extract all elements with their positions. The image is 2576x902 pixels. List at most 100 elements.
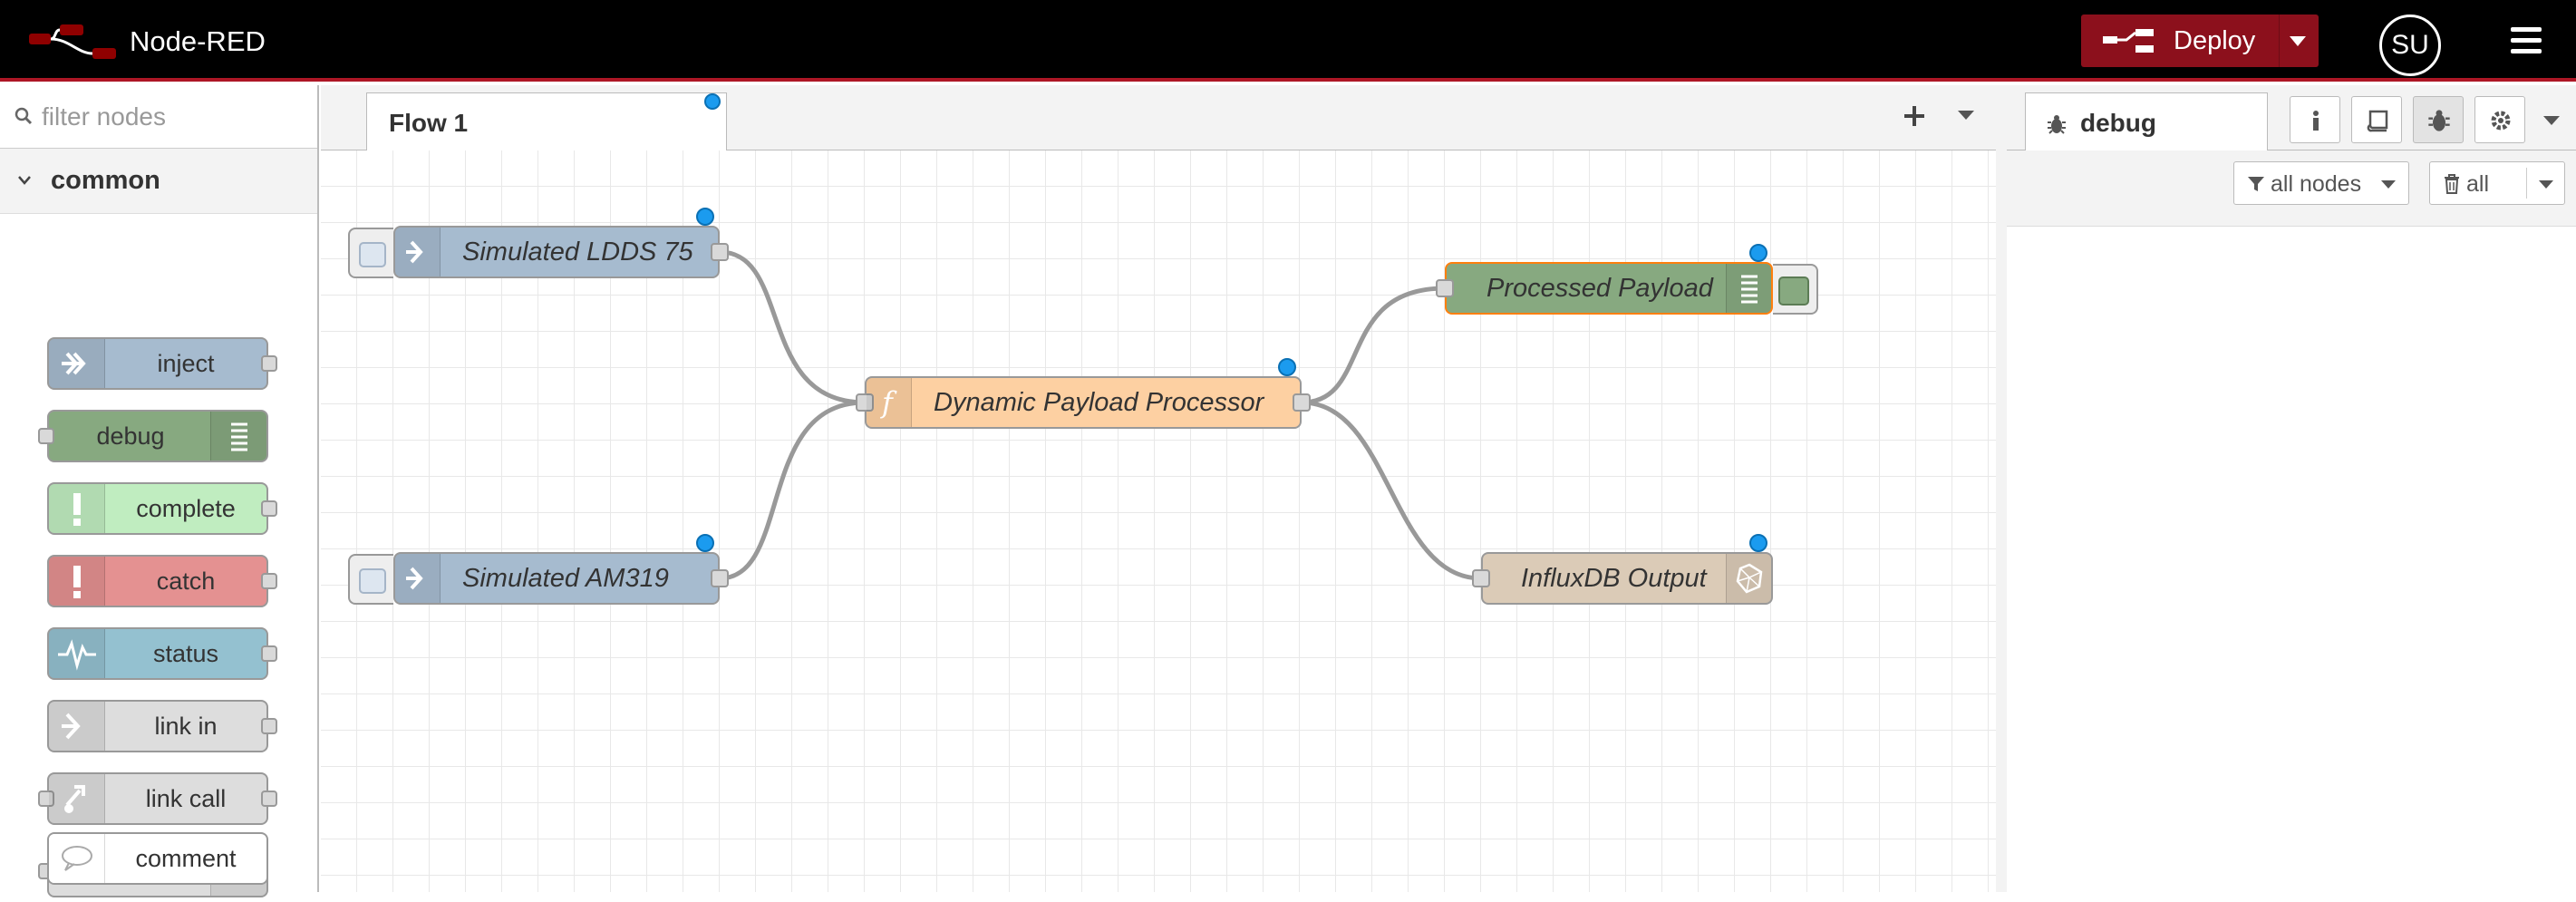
tab-label: debug — [2080, 109, 2156, 137]
palette-node-catch[interactable]: catch — [47, 555, 277, 607]
arrow-in-icon — [395, 554, 441, 603]
node-label: InfluxDB Output — [1521, 564, 1707, 593]
output-port[interactable] — [261, 790, 277, 807]
palette-node-debug[interactable]: debug — [38, 410, 268, 462]
config-tab-button[interactable] — [2474, 96, 2525, 143]
comment-icon — [49, 834, 105, 883]
flow-node-processed-payload[interactable]: Processed Payload — [1436, 244, 1818, 315]
deploy-button[interactable]: Deploy — [2081, 15, 2319, 67]
flow-canvas[interactable]: Simulated LDDS 75 Simulated AM319 f Dyna… — [321, 150, 1996, 892]
output-port[interactable] — [261, 355, 277, 372]
svg-text:f: f — [880, 385, 897, 420]
sidebar-tabs: debug — [2007, 85, 2576, 151]
list-icon — [1726, 264, 1771, 313]
deploy-menu-caret-icon[interactable] — [2290, 36, 2306, 46]
user-avatar[interactable]: SU — [2379, 15, 2441, 76]
changed-indicator — [704, 93, 721, 110]
palette-node-label: inject — [157, 350, 215, 377]
wire[interactable] — [719, 400, 866, 581]
flow-node-simulated-am319[interactable]: Simulated AM319 — [348, 534, 729, 605]
debug-toolbar: all nodes all — [2007, 150, 2576, 227]
workspace: Flow 1 Simulated LDDS 75 — [321, 85, 1996, 892]
flow-node-dynamic-payload-processor[interactable]: f Dynamic Payload Processor — [856, 358, 1311, 429]
deploy-separator — [2279, 15, 2280, 67]
caret-down-icon[interactable] — [2539, 180, 2553, 189]
tab-label: Flow 1 — [389, 109, 469, 137]
changed-indicator — [1749, 534, 1767, 552]
changed-indicator — [696, 208, 714, 226]
input-port[interactable] — [1436, 279, 1454, 297]
palette-node-label: link call — [145, 785, 227, 812]
gear-icon — [2491, 111, 2511, 131]
debug-clear-button[interactable]: all — [2429, 161, 2565, 205]
sidebar-menu-caret-icon[interactable] — [2543, 116, 2560, 125]
deploy-icon — [2103, 29, 2154, 53]
wire[interactable] — [1301, 286, 1446, 405]
output-port[interactable] — [261, 500, 277, 517]
workspace-tabs: Flow 1 — [321, 85, 1996, 151]
filter-nodes-input[interactable] — [40, 98, 303, 136]
input-port[interactable] — [38, 790, 54, 807]
filter-label: all nodes — [2271, 171, 2362, 197]
input-port[interactable] — [38, 428, 54, 444]
debug-filter-button[interactable]: all nodes — [2233, 161, 2409, 205]
exclamation-icon — [49, 557, 105, 606]
add-flow-icon[interactable] — [1902, 103, 1927, 129]
app-title: Node-RED — [130, 25, 266, 57]
debug-toggle-button[interactable] — [1773, 264, 1818, 315]
output-port[interactable] — [1293, 393, 1311, 412]
palette-node-status[interactable]: status — [47, 627, 277, 680]
category-label: common — [51, 166, 160, 195]
book-icon — [2367, 110, 2388, 132]
palette-node-link-in[interactable]: link in — [47, 700, 277, 752]
clear-label: all — [2466, 171, 2490, 197]
sidebar: debug all nodes all — [1996, 85, 2576, 892]
palette-node-complete[interactable]: complete — [47, 482, 277, 535]
flow-list-caret-icon[interactable] — [1958, 111, 1974, 120]
help-tab-button[interactable] — [2351, 96, 2402, 143]
main-menu-icon[interactable] — [2511, 27, 2542, 56]
search-icon — [15, 107, 33, 125]
flow-node-influxdb-output[interactable]: InfluxDB Output — [1472, 534, 1773, 605]
palette-node-label: comment — [135, 845, 237, 872]
exclamation-icon — [49, 484, 105, 533]
info-tab-button[interactable] — [2290, 96, 2340, 143]
wire[interactable] — [1301, 400, 1482, 581]
tab-flow-1[interactable]: Flow 1 — [366, 92, 727, 151]
input-port[interactable] — [1472, 569, 1490, 587]
header-bar: Node-RED Deploy SU — [0, 0, 2576, 82]
input-port[interactable] — [856, 393, 874, 412]
link-in-icon — [49, 702, 105, 751]
tab-debug[interactable]: debug — [2025, 92, 2268, 151]
arrow-in-icon — [395, 228, 441, 276]
output-port[interactable] — [711, 569, 729, 587]
inject-trigger-button[interactable] — [348, 228, 393, 278]
flow-node-simulated-ldds-75[interactable]: Simulated LDDS 75 — [348, 208, 729, 278]
changed-indicator — [1749, 244, 1767, 262]
info-icon — [2313, 111, 2319, 131]
arrow-in-icon — [49, 339, 105, 388]
category-header-common[interactable]: common — [0, 149, 317, 214]
filter-icon — [2248, 177, 2264, 191]
debug-tab-button[interactable] — [2413, 96, 2464, 143]
wire[interactable] — [719, 249, 866, 405]
palette-node-label: link in — [154, 713, 218, 740]
palette-node-label: complete — [136, 495, 236, 522]
caret-down-icon — [2381, 180, 2396, 189]
node-label: Simulated LDDS 75 — [462, 238, 693, 267]
palette-node-label: debug — [96, 422, 165, 450]
palette-node-label: catch — [156, 567, 216, 595]
debug-messages-panel — [2007, 227, 2576, 892]
palette-node-label: status — [152, 640, 219, 667]
output-port[interactable] — [261, 645, 277, 662]
palette-node-comment[interactable]: comment — [47, 832, 268, 885]
list-icon — [210, 412, 266, 461]
output-port[interactable] — [261, 718, 277, 734]
output-port[interactable] — [261, 573, 277, 589]
output-port[interactable] — [711, 243, 729, 261]
palette-node-link-call[interactable]: link call — [38, 772, 277, 825]
link-call-icon — [49, 774, 105, 823]
palette-node-inject[interactable]: inject — [47, 337, 277, 390]
inject-trigger-button[interactable] — [348, 554, 393, 605]
palette-search — [0, 85, 317, 149]
